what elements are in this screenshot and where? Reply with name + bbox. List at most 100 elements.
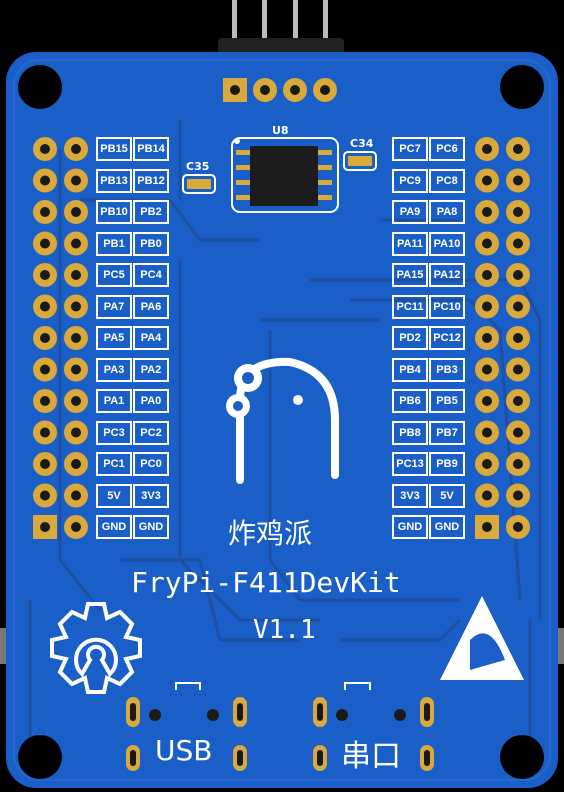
header-pad-hole <box>482 301 492 312</box>
header-pad-hole <box>71 459 81 469</box>
header-pad-hole <box>40 144 50 154</box>
header-pad-hole <box>482 522 492 532</box>
left-pin-label: PA1 <box>96 389 132 413</box>
header-pad-hole <box>40 175 50 186</box>
right-pin-label: GND <box>392 515 428 539</box>
header-pad-hole <box>513 270 523 280</box>
header-pad-hole <box>40 364 50 375</box>
right-pin-label: PA10 <box>429 231 465 256</box>
right-pin-label: PB6 <box>392 389 428 413</box>
header-pad-hole <box>71 490 81 501</box>
right-pin-label: PA11 <box>392 231 428 256</box>
header-pad-hole <box>513 427 523 438</box>
header-pad-hole <box>513 301 523 312</box>
header-pad-hole <box>513 333 523 343</box>
left-pin-label: PB12 <box>133 168 169 193</box>
esd-warning-icon <box>440 596 524 680</box>
right-pin-label: PB9 <box>429 452 465 476</box>
header-pad-hole <box>482 238 492 249</box>
header-pad-hole <box>513 459 523 469</box>
header-pad-hole <box>513 490 523 501</box>
header-pad-hole <box>513 175 523 186</box>
left-pin-label: GND <box>96 515 132 539</box>
header-pad-hole <box>71 396 81 406</box>
left-pin-label: PC0 <box>133 452 169 476</box>
left-pin-label: PB13 <box>96 168 132 193</box>
right-pin-label: PB8 <box>392 420 428 445</box>
header-pad-hole <box>513 238 523 249</box>
right-pin-label: PA9 <box>392 200 428 224</box>
left-pin-label: PA5 <box>96 326 132 350</box>
header-pad-hole <box>71 144 81 154</box>
board-title-cn: 炸鸡派 <box>228 517 313 550</box>
header-pad-hole <box>71 238 81 249</box>
right-pin-label: PC12 <box>429 326 465 350</box>
header-pad-hole <box>482 427 492 438</box>
header-pad-hole <box>71 301 81 312</box>
header-pad-hole <box>40 301 50 312</box>
header-pad-hole <box>40 333 50 343</box>
header-pad-hole <box>40 427 50 438</box>
header-pad-hole <box>482 333 492 343</box>
header-pad-hole <box>482 490 492 501</box>
header-pad-hole <box>40 270 50 280</box>
right-pin-label: PC8 <box>429 168 465 193</box>
right-pin-label: PA8 <box>429 200 465 224</box>
right-pin-label: PC10 <box>429 294 465 319</box>
header-pad-hole <box>71 522 81 532</box>
left-pin-label: PB0 <box>133 231 169 256</box>
right-pin-label: PA15 <box>392 263 428 287</box>
header-pad-hole <box>40 459 50 469</box>
cap-c35-label: C35 <box>186 160 210 173</box>
right-pin-label: 5V <box>429 483 465 508</box>
left-pin-label: PC3 <box>96 420 132 445</box>
open-hardware-gear-icon <box>50 602 142 694</box>
board-version: V1.1 <box>253 615 316 645</box>
header-pad-hole <box>513 396 523 406</box>
right-pin-label: PC6 <box>429 137 465 161</box>
header-pad-hole <box>40 238 50 249</box>
left-pin-label: 5V <box>96 483 132 508</box>
header-pad-hole <box>71 175 81 186</box>
left-pin-label: PC5 <box>96 263 132 287</box>
header-pad-hole <box>482 144 492 154</box>
header-pad-hole <box>513 144 523 154</box>
left-pin-label: PB14 <box>133 137 169 161</box>
cap-c34-label: C34 <box>350 137 374 150</box>
header-pad-hole <box>482 207 492 217</box>
usb-label: USB <box>155 734 213 767</box>
right-pin-label: GND <box>429 515 465 539</box>
chip-label: U8 <box>272 124 289 137</box>
left-pin-label: PB15 <box>96 137 132 161</box>
header-pad-hole <box>40 396 50 406</box>
right-pin-label: PD2 <box>392 326 428 350</box>
left-pin-label: PC1 <box>96 452 132 476</box>
right-pin-label: PB7 <box>429 420 465 445</box>
left-pin-label: PB1 <box>96 231 132 256</box>
header-pad-hole <box>482 270 492 280</box>
header-pad-hole <box>71 427 81 438</box>
header-pad-hole <box>71 364 81 375</box>
header-pad-hole <box>513 207 523 217</box>
left-pin-label: PA0 <box>133 389 169 413</box>
left-pin-label: PC2 <box>133 420 169 445</box>
left-pin-label: PA4 <box>133 326 169 350</box>
header-pad-hole <box>482 459 492 469</box>
left-pin-label: PB2 <box>133 200 169 224</box>
right-pin-label: PB3 <box>429 357 465 382</box>
uart-label: 串口 <box>341 739 401 774</box>
header-pad-hole <box>40 490 50 501</box>
right-pin-label: PC11 <box>392 294 428 319</box>
left-pin-label: PB10 <box>96 200 132 224</box>
left-pin-label: PA2 <box>133 357 169 382</box>
header-pad-hole <box>482 396 492 406</box>
left-pin-label: PA6 <box>133 294 169 319</box>
board-model: FryPi-F411DevKit <box>131 566 401 599</box>
left-pin-label: GND <box>133 515 169 539</box>
right-pin-label: PC13 <box>392 452 428 476</box>
header-pad-hole <box>71 270 81 280</box>
right-pin-label: PA12 <box>429 263 465 287</box>
right-pin-label: PC9 <box>392 168 428 193</box>
header-pad-hole <box>71 333 81 343</box>
